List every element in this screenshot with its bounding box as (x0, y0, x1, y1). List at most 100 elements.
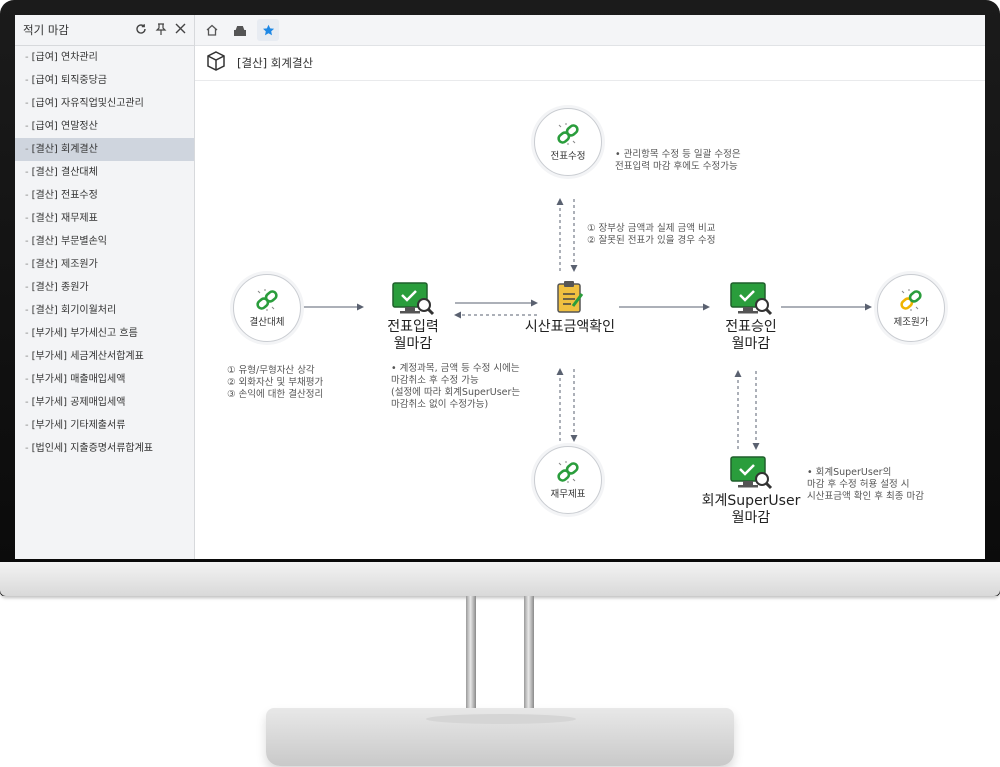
sidebar-item-label: [급여] 퇴직중당금 (31, 75, 107, 86)
flow-arrows (303, 198, 872, 450)
process-diagram: 결산대체 전표수정 재무제표 제조원가 전표입력 (195, 81, 985, 559)
note-line: 시산표금액 확인 후 최종 마감 (807, 491, 924, 502)
sidebar-item-label: [급여] 자유직업및신고관리 (31, 98, 144, 109)
sidebar-item[interactable]: -[부가세] 기타제출서류 (25, 420, 126, 431)
home-icon[interactable] (201, 19, 223, 41)
node-approval-close[interactable]: 전표승인 월마감 (711, 319, 791, 353)
monitor-stand-left (466, 596, 476, 716)
monitor-check-icon (729, 455, 773, 495)
note-line: ② 외화자산 및 부채평가 (227, 377, 324, 388)
node-label: 시산표금액확인 (524, 319, 616, 335)
monitor-stand-right (524, 596, 534, 716)
sidebar-item-label: [부가세] 세금계산서합계표 (31, 351, 144, 362)
sidebar-item-active[interactable]: -[결산] 회계결산 (15, 138, 194, 161)
note-line: ② 잘못된 전표가 있을 경우 수정 (587, 235, 716, 246)
node-trial-balance-check[interactable]: 시산표금액확인 (515, 319, 625, 336)
page-title: [결산] 회계결산 (237, 56, 314, 70)
note-line: • 회계SuperUser의 (807, 467, 892, 478)
node-label: 제조원가 (893, 317, 929, 328)
sidebar-title: 적기 마감 (23, 23, 69, 37)
note-line: (설정에 따라 회계SuperUser는 (391, 387, 521, 398)
sidebar-item[interactable]: -[급여] 연차관리 (25, 52, 98, 63)
sidebar-item[interactable]: -[부가세] 부가세신고 흐름 (25, 328, 138, 339)
note-line: • 관리항목 수정 등 일괄 수정은 (615, 149, 741, 160)
sidebar-item[interactable]: -[급여] 자유직업및신고관리 (25, 98, 144, 109)
inbox-icon[interactable] (229, 19, 251, 41)
sidebar-item-label: [결산] 회기이월처리 (31, 305, 117, 316)
sidebar-item[interactable]: -[결산] 결산대체 (25, 167, 98, 178)
node-voucher-close[interactable]: 전표입력 월마감 (375, 319, 451, 353)
note-voucher-edit: • 관리항목 수정 등 일괄 수정은 전표입력 마감 후에도 수정가능 (615, 149, 741, 173)
note-voucher-close: • 계정과목, 금액 등 수정 시에는 마감취소 후 수정 가능 (설정에 따라… (391, 363, 520, 411)
node-superuser-close[interactable]: 회계SuperUser 월마감 (695, 493, 807, 527)
sidebar-item-label: [결산] 결산대체 (31, 167, 98, 178)
note-line: ① 유형/무형자산 상각 (227, 365, 315, 376)
sidebar-item-label: [부가세] 기타제출서류 (31, 420, 126, 431)
sidebar-item[interactable]: -[결산] 회기이월처리 (25, 305, 117, 316)
cube-icon (205, 50, 227, 76)
note-settle-transfer: ① 유형/무형자산 상각 ② 외화자산 및 부채평가 ③ 손익에 대한 결산정리 (227, 365, 323, 401)
sidebar-item[interactable]: -[부가세] 세금계산서합계표 (25, 351, 144, 362)
sidebar-item-label: [부가세] 매출매입세액 (31, 374, 126, 385)
note-superuser: • 회계SuperUser의 마감 후 수정 허용 설정 시 시산표금액 확인 … (807, 467, 924, 503)
refresh-icon[interactable] (135, 23, 147, 38)
link-icon (256, 289, 278, 311)
link-icon (557, 461, 579, 483)
sidebar-item[interactable]: -[급여] 연말정산 (25, 121, 98, 132)
node-label: 회계SuperUser (701, 493, 801, 509)
note-line: ① 장부상 금액과 실제 금액 비교 (587, 223, 716, 234)
monitor-check-icon (391, 281, 435, 321)
node-settle-transfer[interactable]: 결산대체 (233, 274, 301, 342)
sidebar-menu: -[급여] 연차관리 -[급여] 퇴직중당금 -[급여] 자유직업및신고관리 -… (15, 46, 194, 460)
sidebar-item-label: [급여] 연차관리 (31, 52, 98, 63)
main-panel: [결산] 회계결산 (195, 15, 985, 559)
clipboard-icon (555, 280, 585, 318)
sidebar-item-label: [부가세] 부가세신고 흐름 (31, 328, 138, 339)
top-toolbar (195, 15, 985, 46)
close-icon[interactable] (175, 23, 186, 37)
note-line: • 계정과목, 금액 등 수정 시에는 (391, 363, 520, 374)
sidebar: 적기 마감 -[급여] 연차관리 -[급여] 퇴직중당금 -[급여] 자유직업및… (15, 15, 195, 559)
sidebar-item[interactable]: -[법인세] 지출증명서류합계표 (25, 443, 153, 454)
monitor-bezel (0, 562, 1000, 596)
node-manufacturing-cost[interactable]: 제조원가 (877, 274, 945, 342)
sidebar-item[interactable]: -[부가세] 매출매입세액 (25, 374, 126, 385)
note-line: 마감취소 없이 수정가능) (391, 399, 489, 410)
sidebar-item-label: [급여] 연말정산 (31, 121, 98, 132)
sidebar-item-label: [결산] 전표수정 (31, 190, 98, 201)
node-label: 월마감 (731, 336, 771, 352)
sidebar-item[interactable]: -[부가세] 공제매입세액 (25, 397, 126, 408)
sidebar-item[interactable]: -[결산] 제조원가 (25, 259, 98, 270)
sidebar-item[interactable]: -[결산] 전표수정 (25, 190, 98, 201)
sidebar-item-label: [결산] 종원가 (31, 282, 89, 293)
note-line: ③ 손익에 대한 결산정리 (227, 389, 324, 400)
sidebar-item[interactable]: -[결산] 부문별손익 (25, 236, 107, 247)
node-label: 월마감 (731, 510, 771, 526)
node-label: 월마감 (393, 336, 433, 352)
node-voucher-edit[interactable]: 전표수정 (534, 108, 602, 176)
note-line: 마감 후 수정 허용 설정 시 (807, 479, 910, 490)
pin-icon[interactable] (155, 22, 167, 38)
sidebar-item-label: [법인세] 지출증명서류합계표 (31, 443, 153, 454)
note-trial-balance: ① 장부상 금액과 실제 금액 비교 ② 잘못된 전표가 있을 경우 수정 (587, 223, 716, 247)
monitor-base (266, 708, 734, 766)
screen: 적기 마감 -[급여] 연차관리 -[급여] 퇴직중당금 -[급여] 자유직업및… (15, 15, 985, 559)
sidebar-item-label: [부가세] 공제매입세액 (31, 397, 126, 408)
page-title-bar: [결산] 회계결산 (195, 46, 985, 81)
sidebar-item-label: [결산] 부문별손익 (31, 236, 107, 247)
link-icon (557, 123, 579, 145)
sidebar-item-label: [결산] 회계결산 (31, 144, 98, 155)
node-label: 전표승인 (725, 319, 777, 335)
sidebar-item[interactable]: -[결산] 종원가 (25, 282, 89, 293)
node-label: 결산대체 (249, 317, 285, 328)
node-label: 전표수정 (550, 151, 586, 162)
sidebar-item[interactable]: -[급여] 퇴직중당금 (25, 75, 107, 86)
favorite-star-icon[interactable] (257, 19, 279, 41)
note-line: 전표입력 마감 후에도 수정가능 (615, 161, 738, 172)
node-label: 재무제표 (550, 489, 586, 500)
link-icon (900, 289, 922, 311)
note-line: 마감취소 후 수정 가능 (391, 375, 479, 386)
sidebar-item-label: [결산] 제조원가 (31, 259, 98, 270)
sidebar-item[interactable]: -[결산] 재무제표 (25, 213, 98, 224)
node-financial-statements[interactable]: 재무제표 (534, 446, 602, 514)
